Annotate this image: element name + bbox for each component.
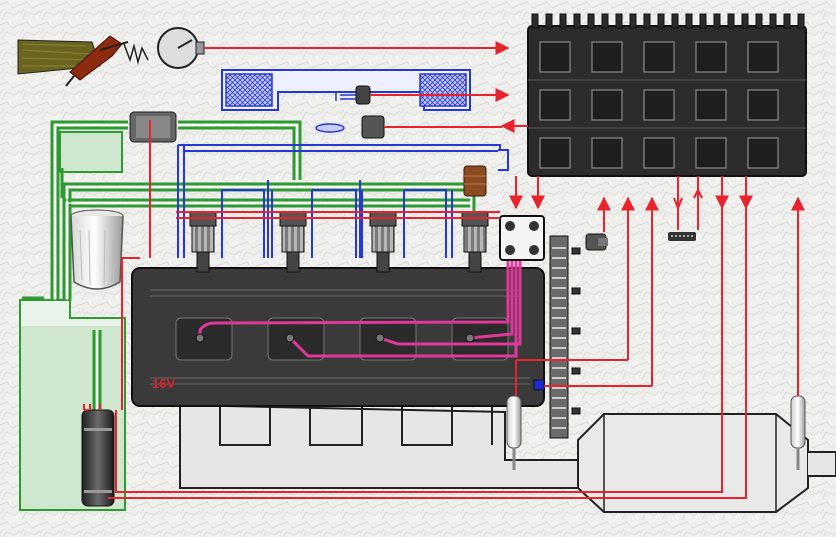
connector-icon (668, 232, 696, 241)
catalytic-converter-icon (577, 413, 809, 513)
knock-sensor-icon (585, 233, 608, 251)
lambda-probe-icon (506, 395, 522, 470)
fuel-pump-icon (81, 409, 115, 507)
fuel-pressure-regulator-icon (463, 165, 487, 197)
spark-plug-heads (195, 333, 475, 343)
air-temp-sensor-icon (361, 115, 385, 139)
ecu-icon (527, 13, 807, 177)
throttle-plate-icon (315, 123, 345, 133)
fuel-injector-icon (279, 211, 307, 273)
accelerator-pedal-icon (17, 35, 149, 87)
engine-block: 16V (131, 267, 545, 407)
signal-wires (83, 41, 805, 499)
crank-sensor-icon (533, 235, 581, 439)
lambda-probe-icon (790, 395, 806, 470)
throttle-sensor-icon (157, 27, 205, 69)
ignition-coil-pack-icon (499, 215, 545, 261)
ignition-wires (198, 256, 522, 358)
air-filter-icon (419, 73, 467, 107)
engine-16v-label: 16V (152, 376, 175, 391)
pressure-sensor-icon (129, 111, 177, 143)
fuel-filter-icon (70, 209, 124, 290)
idle-valve-icon (335, 85, 371, 105)
air-filter-icon (225, 73, 273, 107)
exhaust-system (179, 403, 836, 513)
swirl-pot (59, 131, 123, 173)
fuel-injector-row (189, 211, 489, 273)
